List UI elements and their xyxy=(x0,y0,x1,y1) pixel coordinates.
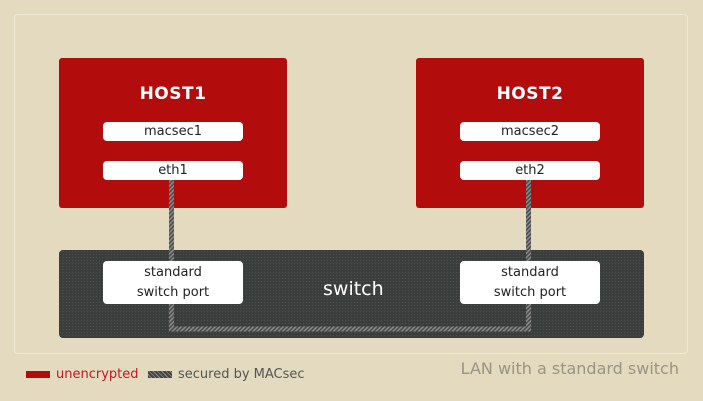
switch-internal-link xyxy=(169,304,531,332)
switch-port-right-line2: switch port xyxy=(493,284,567,300)
legend-secured: secured by MACsec xyxy=(148,366,305,382)
diagram-frame xyxy=(14,14,688,354)
host1-title: HOST1 xyxy=(139,84,207,104)
legend-secured-label: secured by MACsec xyxy=(178,366,305,382)
switch-port-left: standard switch port xyxy=(103,261,243,304)
legend-unencrypted: unencrypted xyxy=(26,366,139,382)
switch-port-right: standard switch port xyxy=(460,261,600,304)
host2-box: HOST2 macsec2 eth2 xyxy=(416,58,644,208)
host2-link-vertical xyxy=(526,180,531,261)
host1-link-vertical xyxy=(169,180,174,261)
switch-label: switch xyxy=(323,278,384,300)
legend-unencrypted-label: unencrypted xyxy=(56,366,139,382)
switch-port-right-line1: standard xyxy=(501,264,559,280)
host2-eth-interface: eth2 xyxy=(460,161,600,180)
host2-title: HOST2 xyxy=(496,84,564,104)
switch-box: switch standard switch port standard swi… xyxy=(59,250,644,338)
switch-port-left-line1: standard xyxy=(144,264,202,280)
legend-secured-swatch xyxy=(148,370,172,378)
host2-macsec-interface: macsec2 xyxy=(460,122,600,141)
legend-unencrypted-swatch xyxy=(26,370,50,378)
switch-port-left-line2: switch port xyxy=(136,284,210,300)
diagram-caption: LAN with a standard switch xyxy=(460,359,679,378)
host1-macsec-interface: macsec1 xyxy=(103,122,243,141)
host1-eth-interface: eth1 xyxy=(103,161,243,180)
